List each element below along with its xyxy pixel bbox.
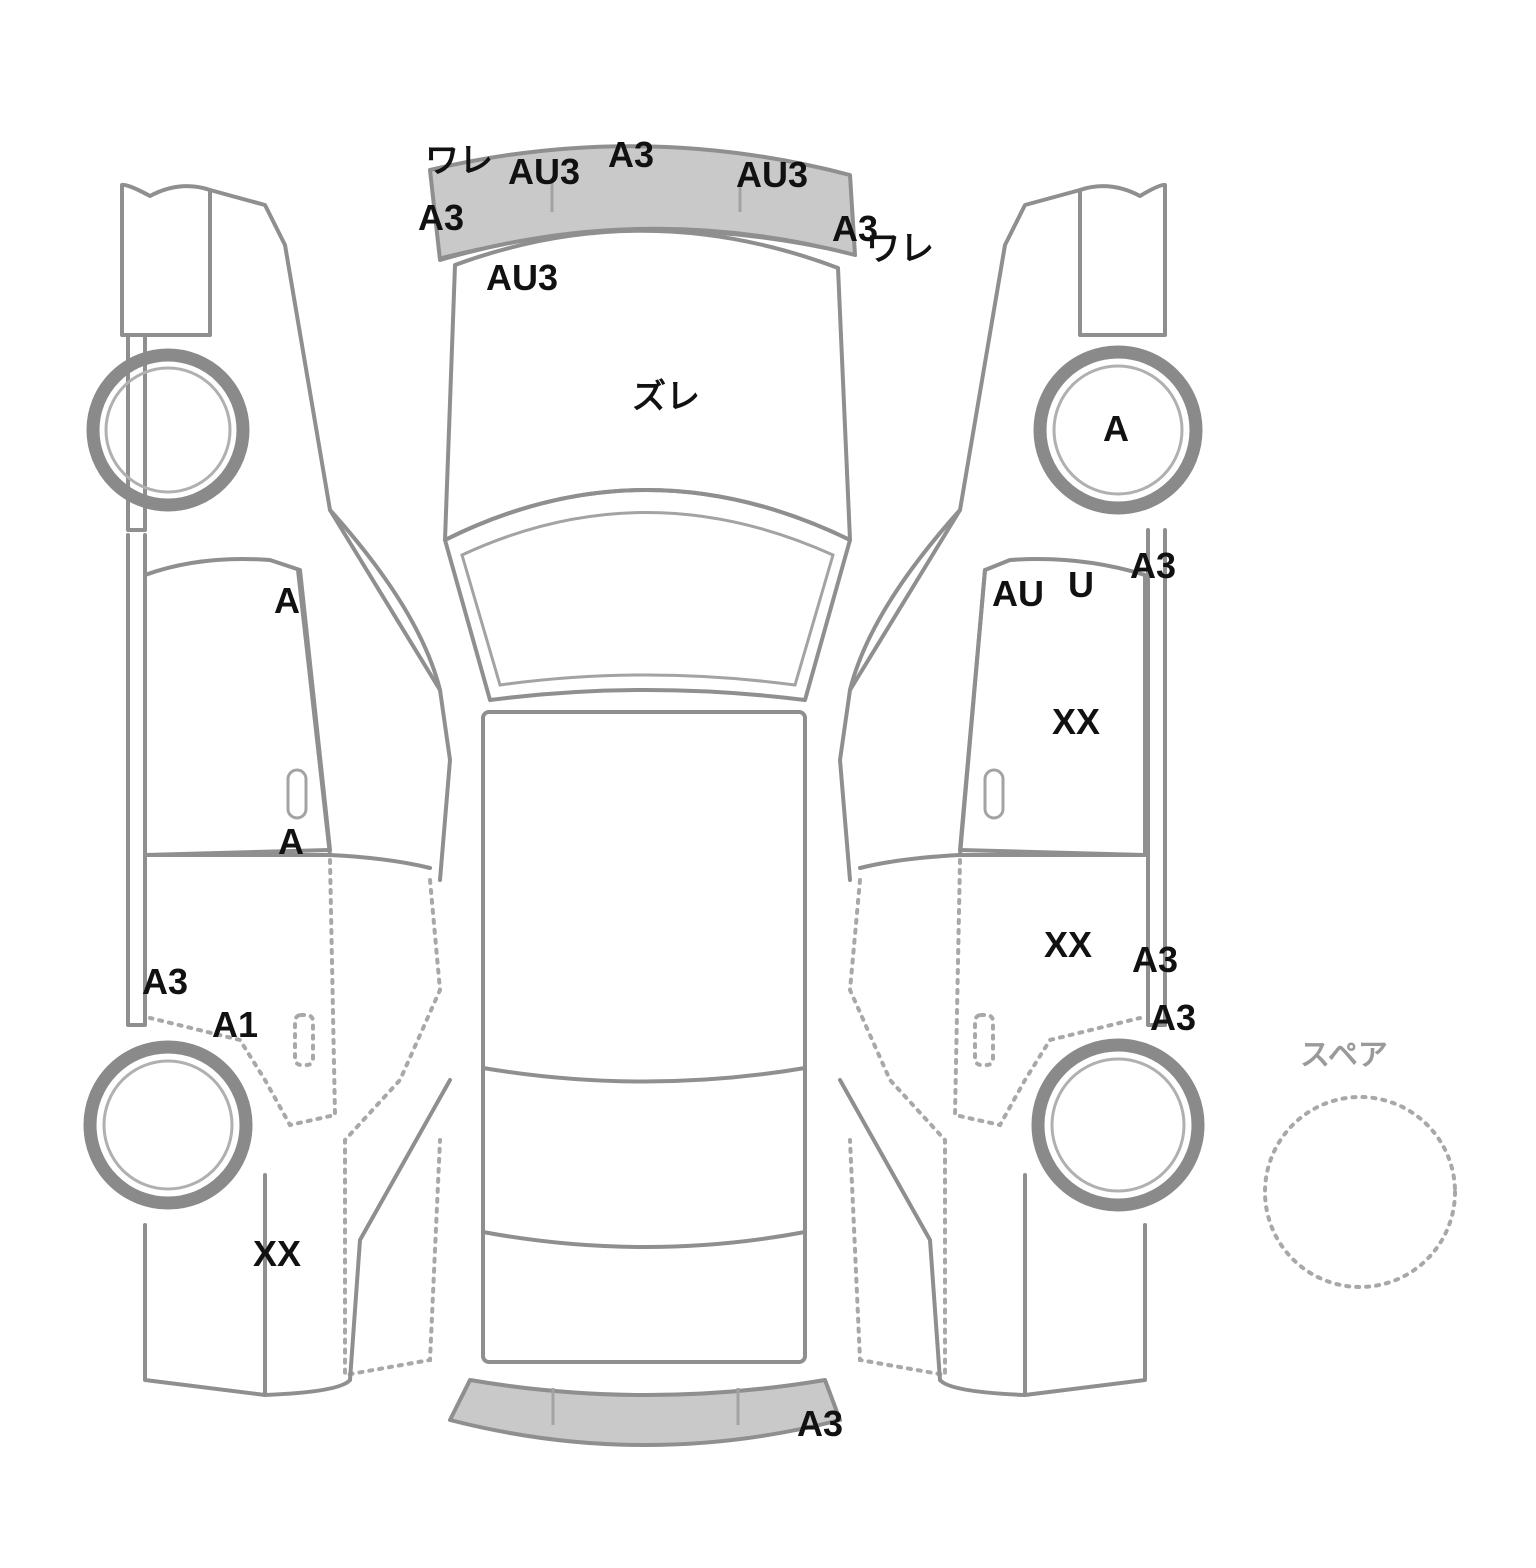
mark-front-bumper-a3-right: A3 [832, 208, 878, 249]
left-side-fender [208, 188, 452, 882]
left-rear-tire [83, 1040, 253, 1210]
roof-line-1 [481, 1066, 807, 1084]
mark-left-rear-quarter-xx: XX [253, 1233, 301, 1274]
roof [481, 710, 807, 1364]
left-side-view [120, 182, 452, 1397]
right-fuel-lid-dotted [973, 1013, 995, 1067]
right-rear-door-dotted [952, 858, 1142, 1128]
spare-tire: スペア [1263, 1038, 1457, 1289]
right-side-front-body [1078, 182, 1167, 337]
rear-bumper-outline [448, 1378, 842, 1447]
left-rear-door-dotted [148, 858, 338, 1128]
right-door-handle [983, 768, 1005, 820]
left-front-tire [86, 348, 250, 512]
mark-right-front-door-u: U [1068, 564, 1094, 605]
right-pillar [1146, 528, 1167, 1027]
rear-bumper [447, 1378, 842, 1447]
left-fuel-lid-dotted [293, 1013, 315, 1067]
mark-left-front-door-lower: A [278, 821, 304, 862]
left-door-beltline [143, 853, 432, 870]
left-rear-quarter [143, 1078, 452, 1397]
left-quarter-dotted [343, 878, 443, 1378]
right-quarter-dotted [847, 878, 947, 1378]
front-bumper-outline [428, 144, 857, 262]
right-front-tire [1033, 345, 1203, 515]
left-door-line [296, 568, 332, 857]
mark-front-bumper-a3-center: A3 [608, 134, 654, 175]
mark-front-bumper-au3-right: AU3 [736, 154, 808, 195]
windshield-glass [460, 511, 835, 687]
windshield [443, 488, 852, 702]
mark-front-bumper-au3-left: AU3 [508, 151, 580, 192]
mark-right-pillar-a3: A3 [1130, 545, 1176, 586]
left-side-front-arch [126, 333, 147, 532]
left-rocker [126, 533, 147, 1027]
right-door-beltline [858, 853, 1147, 870]
mark-right-front-wheel: A [1103, 408, 1129, 449]
mark-right-rocker-a3-lower: A3 [1150, 997, 1196, 1038]
damage-marks: ワレ AU3 A3 AU3 A3 A3 ワレ AU3 ズレ A A A3 A1 … [142, 134, 1196, 1444]
mark-left-front-door-upper: A [274, 580, 300, 621]
right-rear-tire [1031, 1038, 1205, 1212]
left-body-edge [328, 508, 442, 692]
right-side-view [838, 182, 1167, 1397]
top-view [428, 144, 857, 1447]
mark-right-rocker-a3-upper: A3 [1132, 939, 1178, 980]
mark-left-rocker-a3: A3 [142, 961, 188, 1002]
left-door-handle [286, 768, 308, 820]
right-door-line [958, 568, 987, 857]
right-rear-quarter [838, 1078, 1147, 1397]
spare-label: スペア [1300, 1038, 1388, 1073]
roof-line-2 [481, 1230, 807, 1249]
mark-rear-bumper-a3: A3 [797, 1403, 843, 1444]
mark-right-front-door-xx: XX [1052, 701, 1100, 742]
mark-front-left-ware: ワレ [425, 141, 493, 181]
mark-left-rear-wheel-a1: A1 [212, 1004, 258, 1045]
mark-right-front-door-au: AU [992, 573, 1044, 614]
mark-right-rear-door-xx: XX [1044, 924, 1092, 965]
mark-hood-au3: AU3 [486, 257, 558, 298]
spare-tire-dotted [1263, 1095, 1457, 1289]
right-side-fender [838, 188, 1082, 882]
rear-bumper-split [551, 1388, 740, 1425]
mark-hood-zure: ズレ [632, 377, 700, 417]
mark-front-right-ware: ワレ [866, 229, 934, 269]
left-side-front-body [120, 182, 212, 337]
mark-front-bumper-a3-left: A3 [418, 197, 464, 238]
right-body-edge [848, 508, 962, 692]
front-bumper-split [550, 178, 742, 212]
